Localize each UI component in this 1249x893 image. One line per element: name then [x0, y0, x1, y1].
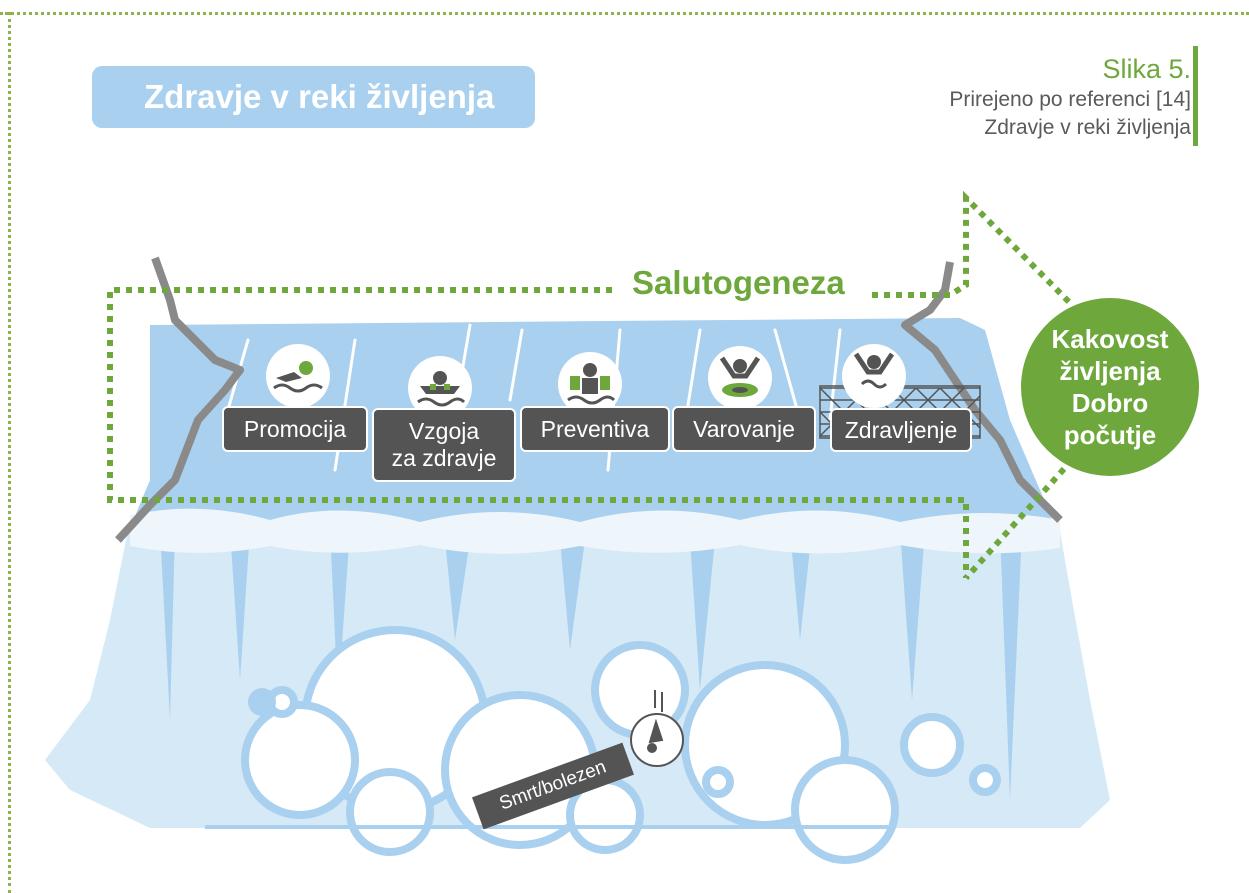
armbands-icon: [558, 352, 622, 416]
foam-band: [130, 508, 1060, 554]
figure-subtitle: Zdravje v reki življenja: [984, 116, 1191, 139]
left-bank: [115, 256, 244, 543]
stage-label-promocija: Promocija: [222, 406, 368, 452]
stage-label-text: za zdravje: [391, 445, 497, 471]
salutogenesis-label: Salutogeneza: [632, 264, 845, 301]
stage-label-text: Preventiva: [540, 416, 650, 442]
rescue-person-icon: [842, 344, 906, 408]
fall-lines: [654, 690, 663, 712]
waterfall-streaks: [160, 530, 1022, 800]
salutogenesis-path: [107, 287, 969, 578]
falling-person-icon: [630, 713, 684, 767]
stage-label-preventiva: Preventiva: [520, 406, 670, 452]
stage-label-text: Zdravljenje: [844, 417, 958, 443]
stage-label-text: Varovanje: [693, 416, 795, 442]
stage-label-vzgoja: Vzgoja za zdravje: [372, 408, 516, 482]
stage-label-varovanje: Varovanje: [672, 406, 816, 452]
figure-caption: Slika 5. Prirejeno po referenci [14] Zdr…: [949, 52, 1191, 142]
page-title: Zdravje v reki življenja: [92, 66, 535, 128]
stage-label-text: Promocija: [243, 416, 347, 442]
swimmer-icon: [266, 344, 330, 408]
outcome-line: Kakovost: [1051, 324, 1169, 354]
outcome-circle: Kakovost življenja Dobro počutje: [1021, 298, 1199, 476]
outcome-line: Dobro: [1071, 388, 1149, 418]
figure-number: Slika 5.: [1102, 54, 1191, 84]
outcome-line: počutje: [1063, 420, 1157, 450]
right-bank: [901, 261, 1063, 523]
lifebuoy-icon: [708, 346, 772, 410]
frame-top-border: [0, 12, 1249, 15]
salutogenesis-arrow: [872, 190, 1075, 581]
stage-label-text: Vzgoja: [408, 418, 480, 444]
outcome-line: življenja: [1059, 356, 1161, 386]
figure-source: Prirejeno po referenci [14]: [949, 88, 1191, 111]
frame-left-border: [8, 12, 11, 893]
stage-label-zdravljenje: Zdravljenje: [830, 408, 972, 452]
bubble-small-solid: [248, 688, 276, 716]
caption-accent-bar: [1193, 46, 1198, 146]
